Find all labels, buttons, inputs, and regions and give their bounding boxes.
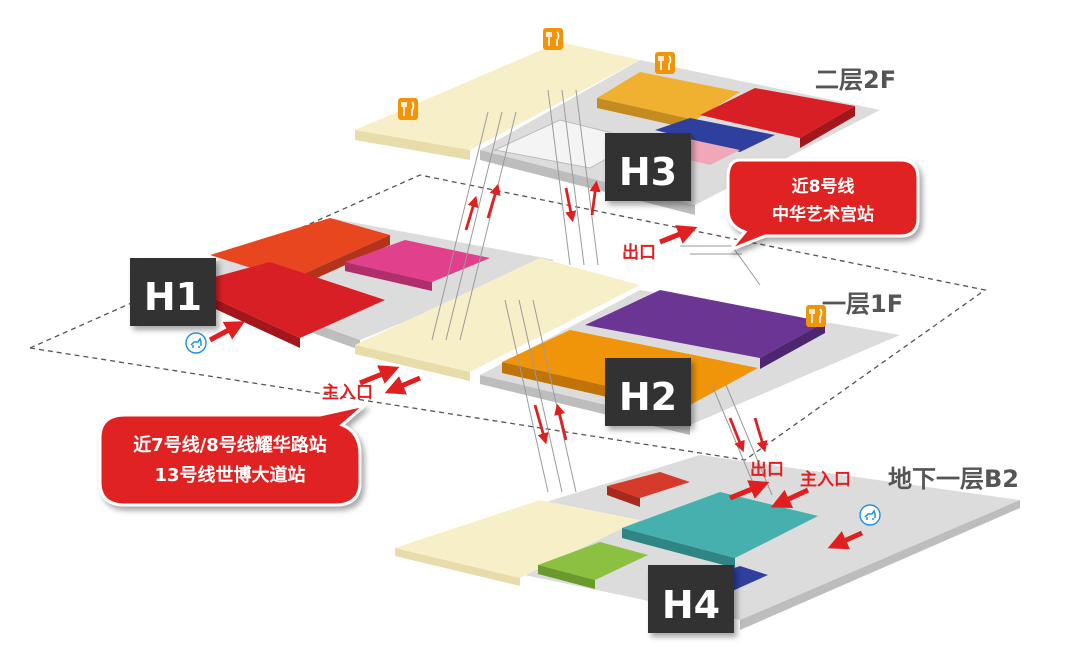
callout-metro7-line1: 近7号线/8号线耀华路站 (133, 434, 327, 456)
pet-dog-icon (185, 332, 207, 354)
hall-label-h4: H4 (662, 583, 720, 627)
1f-corridor (355, 258, 640, 372)
b2-block-green (538, 542, 648, 580)
escalator-1f-exit (680, 245, 761, 286)
b2-arrows (729, 480, 864, 550)
2f-block-red (700, 88, 855, 138)
hall-label-h1-bg (130, 258, 216, 326)
pet-dog-icon (859, 504, 881, 526)
b2-block-red-edge (607, 486, 640, 507)
floor-2f: H3 二层2F (355, 28, 896, 215)
2f-block-navy (655, 118, 775, 152)
main-entrance-label-b2: 主入口 (800, 469, 851, 490)
fork-knife-icon (398, 98, 418, 120)
1f-dashed-outline (27, 174, 987, 461)
1f-block-magenta-edge (345, 262, 432, 291)
1f-block-orange-red (210, 218, 390, 280)
hall-label-h2-bg (605, 358, 691, 426)
floor-label-2f: 二层2F (815, 66, 896, 94)
floor-1f: H1 H2 一层1F (27, 174, 987, 461)
callout-metro8: 近8号线 中华艺术宫站 (726, 158, 920, 252)
b2-block-teal-edge (622, 528, 735, 568)
1f-block-orange-red-edge (290, 235, 390, 290)
escalators (431, 89, 773, 496)
b2-corridor (395, 500, 640, 578)
hall-label-h3-bg (605, 133, 691, 201)
fork-knife-icon (806, 305, 826, 327)
escalator-2f-1f-center (547, 89, 599, 266)
1f-block-red (185, 262, 385, 338)
fork-knife-icon (655, 52, 675, 74)
floor-label-b2: 地下一层B2 (888, 465, 1019, 493)
escalator-arrows (464, 180, 768, 453)
hall-label-h2: H2 (619, 375, 677, 419)
b2-block-green-edge (538, 565, 595, 589)
hall-label-h3: H3 (619, 150, 677, 194)
2f-block-red-edge (800, 106, 855, 148)
escalator-2f-1f-left (431, 111, 517, 341)
fork-knife-icon (543, 28, 563, 50)
hall-label-h4-bg (648, 565, 734, 633)
exit-label-1f: 出口 (622, 242, 656, 263)
h1-entrance-arrow (208, 321, 246, 343)
floor-label-1f: 一层1F (822, 290, 903, 318)
b2-base-edge (740, 500, 1020, 630)
floor-b2: H4 地下一层B2 (395, 455, 1020, 633)
main-entrance-label-1f: 主入口 (322, 382, 373, 403)
main-entrance-arrows-1f (359, 365, 421, 395)
callout-metro7: 近7号线/8号线耀华路站 13号线世博大道站 (98, 403, 366, 507)
callout-metro8-line1: 近8号线 (792, 176, 855, 197)
callout-metro8-line2: 中华艺术宫站 (772, 204, 874, 225)
1f-corridor-edge (355, 345, 470, 381)
exit-label-b2: 出口 (750, 459, 784, 480)
callout-metro7-line2: 13号线世博大道站 (154, 464, 305, 486)
b2-block-red (607, 472, 690, 498)
b2-corridor-edge (395, 548, 520, 586)
2f-corridor (355, 42, 640, 150)
exit-arrow-1f (659, 225, 698, 245)
1f-block-purple-edge (760, 322, 825, 369)
escalator-1f-b2-left (504, 299, 577, 493)
2f-corridor-edge (355, 130, 470, 160)
b2-block-teal (622, 492, 818, 558)
hall-label-h1: H1 (144, 275, 202, 319)
1f-block-purple (585, 290, 825, 358)
2f-block-gold-edge (597, 98, 695, 130)
2f-block-gold (597, 72, 740, 120)
